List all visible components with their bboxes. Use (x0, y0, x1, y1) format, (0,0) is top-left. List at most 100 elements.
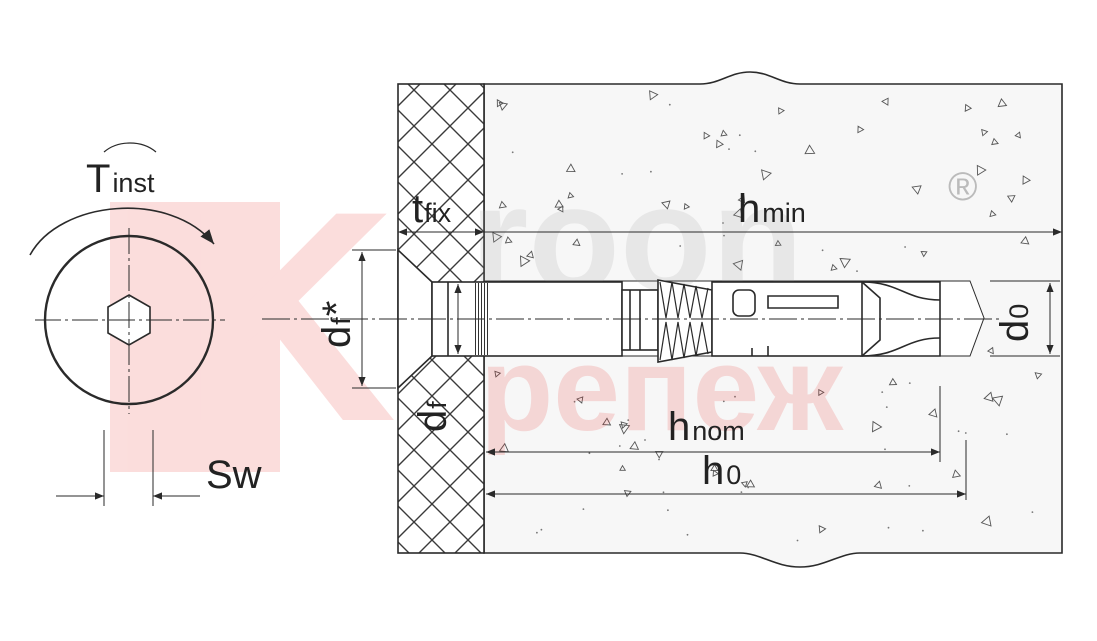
aggregate-dot (722, 222, 724, 224)
aggregate-dot (821, 249, 824, 252)
aggregate-stone (818, 525, 827, 534)
aggregate-dot (1031, 511, 1034, 513)
aggregate-stone (986, 346, 994, 355)
aggregate-stone (556, 205, 564, 213)
aggregate-dot (908, 382, 911, 384)
label-df: df (411, 401, 455, 432)
aggregate-stone (498, 101, 509, 111)
aggregate-stone (492, 231, 503, 243)
aggregate-dot (650, 170, 652, 173)
aggregate-stone (872, 420, 883, 433)
aggregate-dot (957, 430, 960, 433)
aggregate-stone (620, 421, 629, 429)
aggregate-dot (881, 391, 884, 393)
label-hmin: hmin (738, 187, 806, 231)
aggregate-stone (761, 169, 772, 181)
label-tinst: Tinst (86, 157, 155, 201)
aggregate-stone (774, 239, 782, 246)
label-h0: h0 (702, 449, 741, 493)
aggregate-dot (964, 432, 967, 434)
aggregate-dot (754, 150, 757, 153)
aggregate-stone (737, 195, 746, 204)
aggregate-stone (804, 144, 816, 155)
aggregate-dot (540, 528, 543, 531)
registered-mark: ® (948, 165, 977, 209)
aggregate-stone (964, 103, 973, 112)
aggregate-dot (668, 103, 671, 106)
aggregate-dot (618, 445, 621, 447)
aggregate-dot (722, 400, 725, 403)
aggregate-dot (573, 400, 576, 403)
aggregate-dot (887, 526, 890, 529)
anchor-bolt (397, 248, 941, 390)
aggregate-dot (686, 533, 689, 536)
aggregate-dot (884, 448, 886, 451)
aggregate-stone (991, 395, 1004, 407)
aggregate-stone (619, 464, 627, 471)
aggregate-stone (981, 128, 989, 137)
aggregate-dot (734, 395, 736, 398)
aggregate-stone (1022, 175, 1031, 185)
aggregate-stone (976, 164, 987, 176)
aggregate-stone (928, 408, 938, 418)
label-d0: d0 (993, 304, 1037, 342)
aggregate-stone (520, 255, 531, 268)
aggregate-dot (621, 173, 623, 175)
aggregate-stone (1034, 372, 1043, 380)
aggregate-stone (732, 207, 744, 219)
aggregate-stone (649, 90, 659, 101)
aggregate-dot (728, 148, 730, 151)
top-view (29, 142, 225, 506)
aggregate-stone (525, 250, 534, 259)
aggregate-dot (627, 419, 630, 421)
dimension-lines (352, 228, 1062, 500)
aggregate-stone (572, 238, 581, 247)
aggregate-dot (740, 491, 743, 493)
aggregate-dot (738, 134, 741, 137)
aggregate-dot (908, 485, 911, 487)
aggregate-dot (679, 245, 682, 247)
aggregate-stone (712, 469, 720, 477)
aggregate-stone (997, 98, 1008, 108)
aggregate-dot (644, 439, 646, 441)
aggregate-stone (683, 202, 691, 210)
aggregate-stone (991, 137, 999, 146)
aggregate-stone (1020, 235, 1030, 245)
aggregate-stone (778, 107, 786, 115)
aggregate-dot (885, 406, 888, 408)
aggregate-stone (911, 185, 922, 195)
sleeve-slot-window (732, 289, 756, 317)
aggregate-stone (732, 259, 744, 271)
aggregate-stone (920, 251, 928, 258)
aggregate-stone (857, 125, 865, 134)
aggregate-dot (922, 529, 924, 532)
aggregate-stone (980, 515, 992, 527)
label-tfix: tfix (412, 187, 452, 231)
aggregate-stone (873, 480, 883, 489)
label-sw: Sw (206, 453, 262, 497)
aggregate-stone (576, 396, 584, 404)
aggregate-stone (498, 200, 508, 209)
labels: Tinst tfix hmin df* df d0 hnom h0 Sw (86, 157, 1037, 497)
aggregate-dot (667, 509, 669, 512)
aggregate-dot (662, 491, 665, 494)
aggregate-stone (1014, 131, 1021, 139)
torque-arrow (29, 207, 215, 256)
aggregate-dot (717, 435, 719, 438)
aggregate-dot (536, 531, 538, 534)
aggregate-stone (554, 199, 564, 208)
aggregate-dot (904, 246, 906, 248)
aggregate-dot (723, 234, 725, 237)
aggregate-dot (856, 270, 858, 272)
aggregate-stone (745, 479, 756, 488)
aggregate-stone (1006, 195, 1016, 203)
aggregate-stone (618, 424, 631, 435)
aggregate-stone (661, 200, 671, 210)
sleeve-slot-long (767, 295, 839, 309)
aggregate-stone (888, 377, 898, 386)
aggregate-dot (511, 151, 514, 154)
aggregate-stone (881, 97, 889, 106)
aggregate-dot (796, 539, 799, 542)
aggregate-stone (839, 257, 852, 269)
